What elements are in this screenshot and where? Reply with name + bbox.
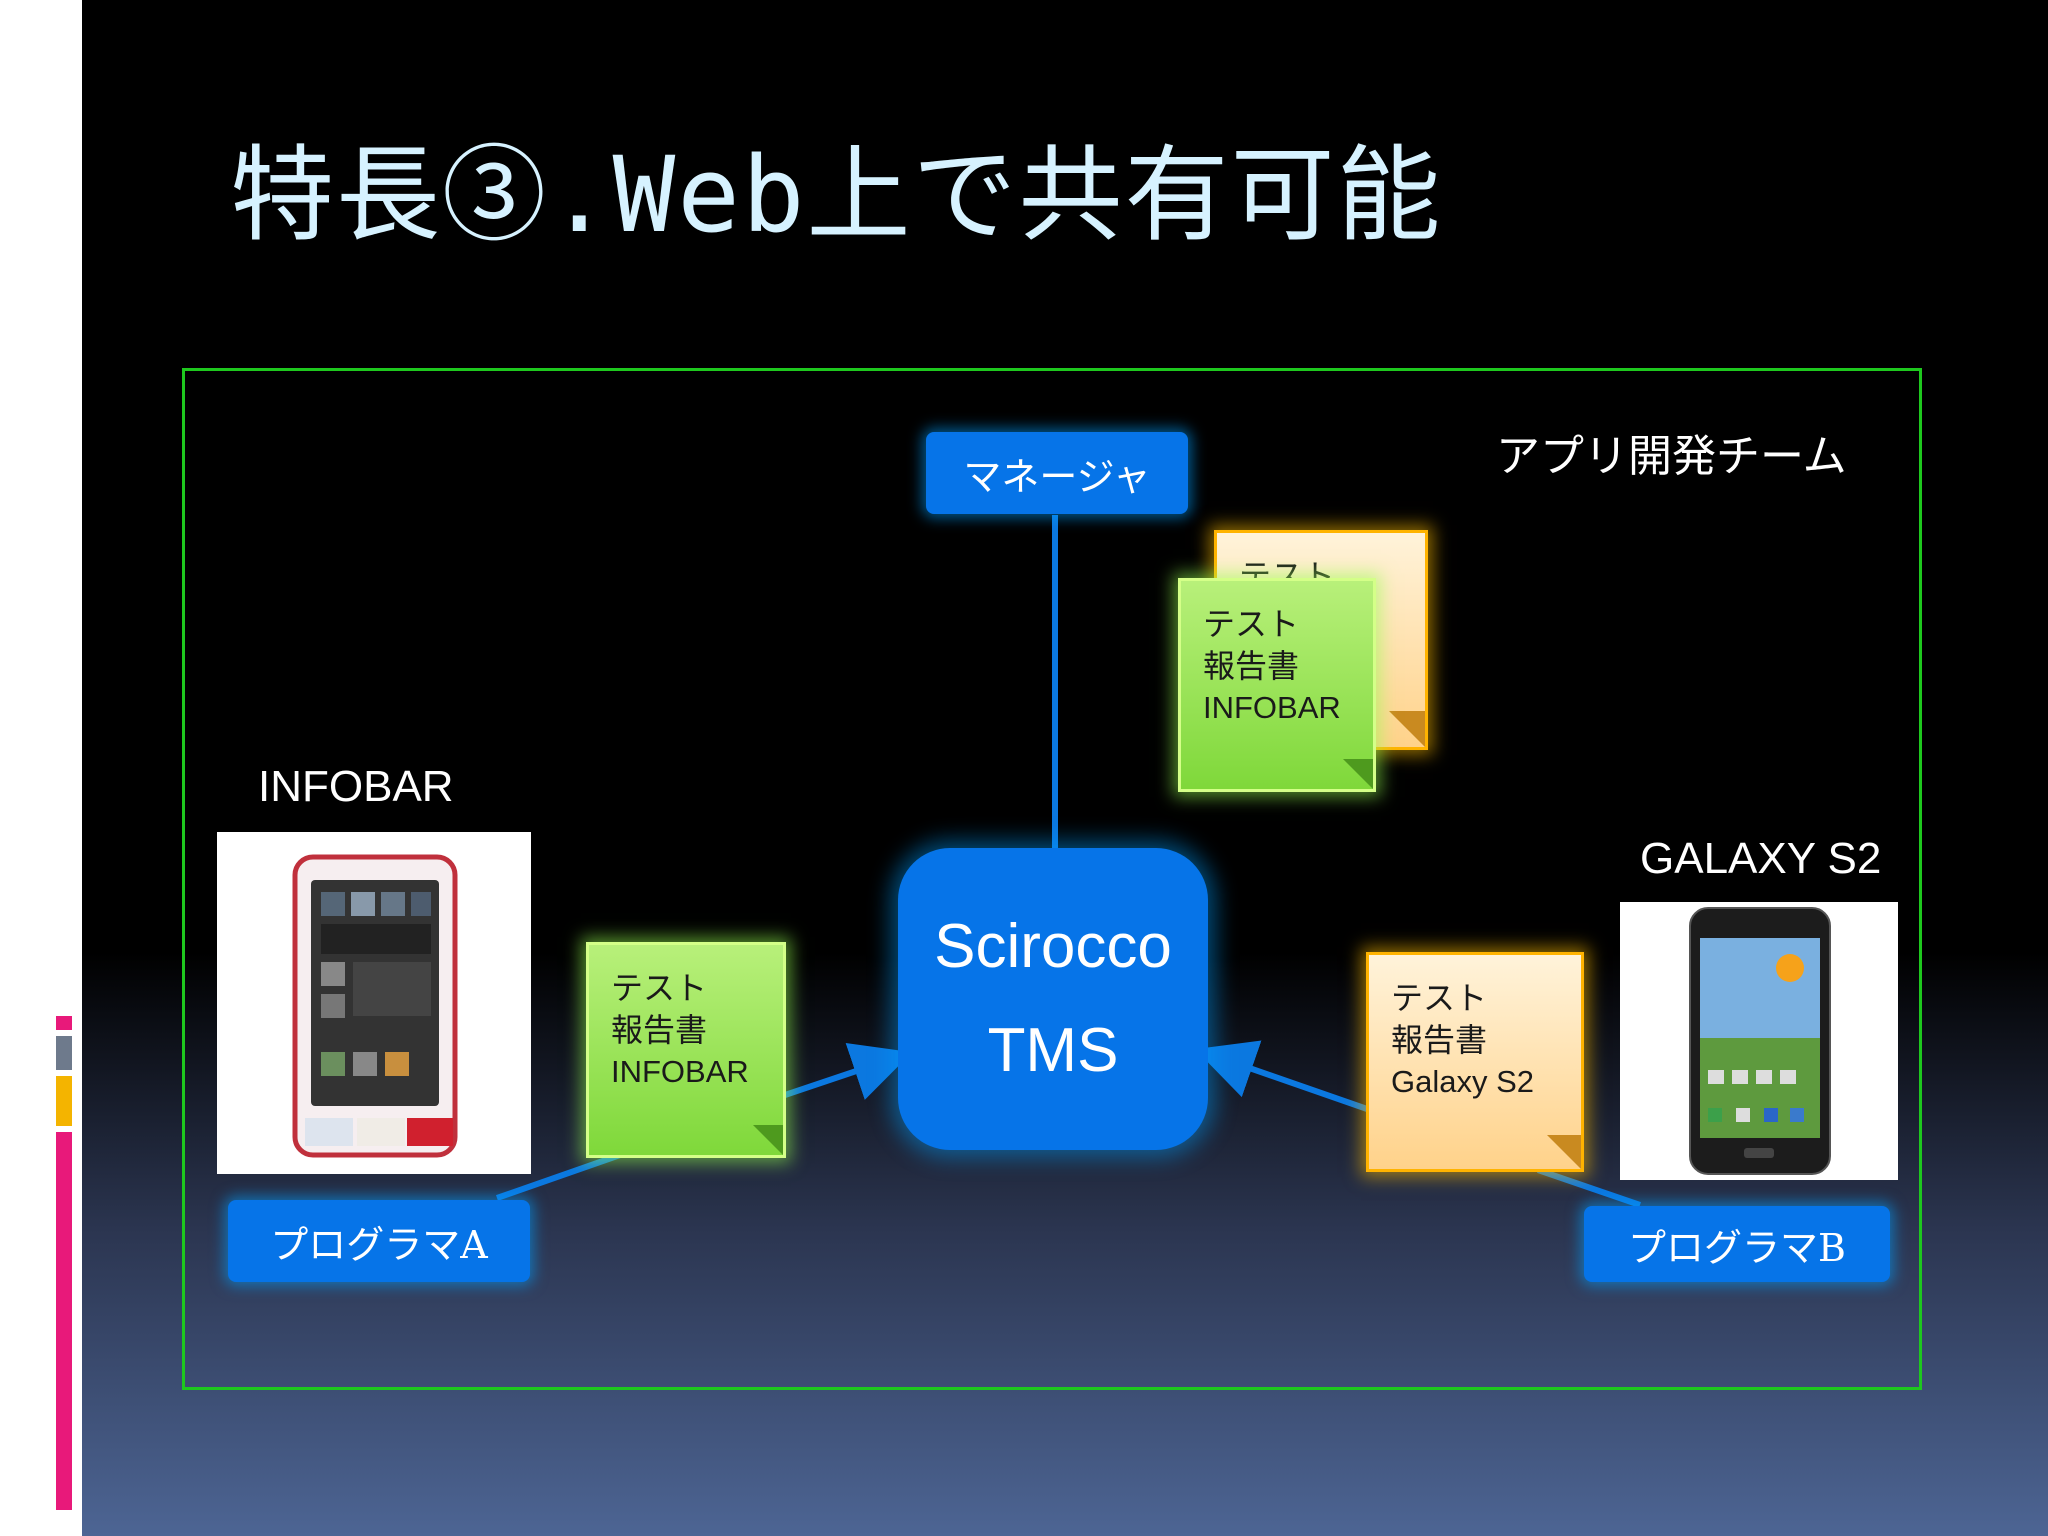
note-line: 報告書: [611, 1011, 708, 1049]
device-label-right: GALAXY S2: [1640, 834, 1882, 883]
programmer-b-box: プログラマB: [1584, 1206, 1890, 1282]
programmer-b-line: [1537, 1167, 1641, 1208]
galaxy-phone-icon: [1689, 907, 1831, 1175]
strip-amber: [56, 1076, 72, 1126]
infobar-phone-icon: [292, 854, 458, 1158]
tms-line2: TMS: [987, 1016, 1119, 1085]
strip-pink: [56, 1132, 72, 1510]
programmer-b-label: プログラマB: [1628, 1225, 1846, 1270]
barcode-decoration: [48, 150, 82, 234]
team-label: アプリ開発チーム: [1496, 431, 1847, 482]
galaxy-phone-image: [1620, 902, 1898, 1180]
note-line: 報告書: [1203, 647, 1300, 685]
manager-box: マネージャ: [926, 432, 1188, 514]
test-report-infobar: テスト 報告書 INFOBAR: [586, 942, 786, 1158]
test-report-infobar-top: テスト 報告書 INFOBAR: [1178, 578, 1376, 792]
strip-gray: [56, 1036, 72, 1070]
programmer-a-label: プログラマA: [270, 1222, 488, 1267]
arrow-left: [1195, 1040, 1371, 1113]
note-line: 報告書: [1391, 1021, 1488, 1059]
infobar-phone-image: [217, 832, 531, 1174]
page-fold: [1343, 759, 1373, 789]
device-label-left: INFOBAR: [258, 762, 454, 811]
note-line: テスト: [1203, 605, 1300, 643]
page-fold: [753, 1125, 783, 1155]
page-fold: [1547, 1135, 1581, 1169]
tms-box: Scirocco TMS: [898, 848, 1208, 1150]
slide-title: 特長③.Web上で共有可能: [230, 134, 1443, 256]
note-line: Galaxy S2: [1391, 1064, 1535, 1099]
note-line: INFOBAR: [1203, 690, 1341, 725]
programmer-a-line: [496, 1152, 621, 1201]
team-frame: [182, 368, 1922, 1390]
programmer-a-box: プログラマA: [228, 1200, 530, 1282]
strip-pink-top: [56, 1016, 72, 1030]
tms-line1: Scirocco: [934, 912, 1172, 981]
note-line: テスト: [611, 969, 708, 1007]
arrow-right: [784, 1042, 913, 1100]
page-fold: [1389, 711, 1425, 747]
test-report-galaxy: テスト 報告書 Galaxy S2: [1366, 952, 1584, 1172]
note-line: INFOBAR: [611, 1054, 749, 1089]
note-line: テスト: [1391, 979, 1488, 1017]
